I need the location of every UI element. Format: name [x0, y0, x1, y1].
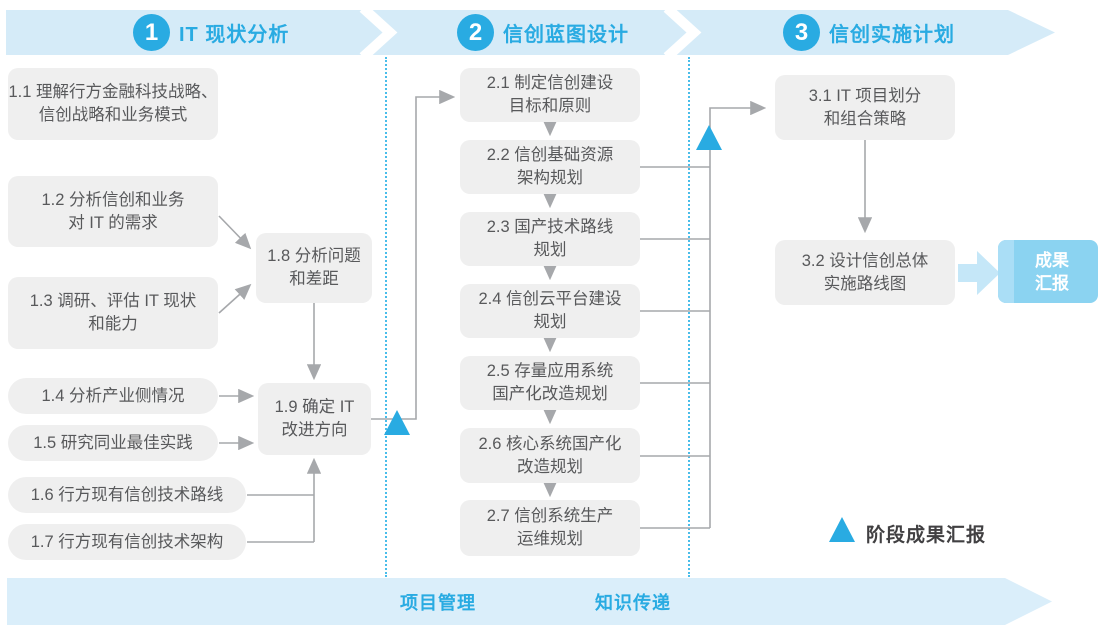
step-box-2-5: 2.5 存量应用系统 国产化改造规划 [460, 356, 640, 410]
top-phase-ribbon: 1 IT 现状分析 2 信创蓝图设计 3 信创实施计划 [6, 10, 1055, 55]
step-box-1-1: 1.1 理解行方金融科技战略、 信创战略和业务模式 [8, 68, 218, 140]
milestone-triangle-phase1-icon [384, 410, 410, 435]
step-box-2-3: 2.3 国产技术路线 规划 [460, 212, 640, 266]
phase-3-title: 信创实施计划 [829, 24, 955, 46]
step-box-2-1: 2.1 制定信创建设 目标和原则 [460, 68, 640, 122]
legend-triangle-icon [829, 517, 855, 542]
step-box-3-1: 3.1 IT 项目划分 和组合策略 [775, 75, 955, 140]
result-box-highlight-strip [998, 240, 1014, 303]
phase-1-number-badge: 1 [133, 14, 170, 51]
phase-1-title: IT 现状分析 [179, 24, 290, 46]
step-box-1-2: 1.2 分析信创和业务 对 IT 的需求 [8, 176, 218, 247]
step-box-2-7: 2.7 信创系统生产 运维规划 [460, 500, 640, 556]
milestone-triangle-phase2-icon [696, 125, 722, 150]
step-box-3-2: 3.2 设计信创总体 实施路线图 [775, 240, 955, 305]
phase-1-header: 1 IT 现状分析 [133, 14, 289, 51]
step-box-2-4: 2.4 信创云平台建设 规划 [460, 284, 640, 338]
phase-2-title: 信创蓝图设计 [503, 24, 629, 46]
step-box-1-4: 1.4 分析产业侧情况 [8, 378, 218, 414]
phase-3-number-badge: 3 [783, 14, 820, 51]
chevron-separator-icon [356, 10, 398, 55]
bottom-support-ribbon: 项目管理 知识传递 [7, 578, 1052, 625]
step-box-2-6: 2.6 核心系统国产化 改造规划 [460, 428, 640, 483]
step-box-1-8: 1.8 分析问题 和差距 [256, 233, 372, 303]
bottom-label-project-management: 项目管理 [400, 593, 476, 613]
step-box-1-3: 1.3 调研、评估 IT 现状 和能力 [8, 277, 218, 349]
step-box-1-6: 1.6 行方现有信创技术路线 [8, 477, 246, 513]
result-report-box: 成果 汇报 [998, 240, 1098, 303]
step-box-1-7: 1.7 行方现有信创技术架构 [8, 524, 246, 560]
step-box-1-9: 1.9 确定 IT 改进方向 [258, 383, 371, 455]
step-box-2-2: 2.2 信创基础资源 架构规划 [460, 140, 640, 194]
legend-label: 阶段成果汇报 [866, 525, 987, 546]
phase-divider-dotted-line [385, 57, 387, 577]
phase-2-header: 2 信创蓝图设计 [457, 14, 629, 51]
result-block-arrow-icon [958, 251, 1000, 295]
phase-divider-dotted-line [688, 57, 690, 577]
bottom-label-knowledge-transfer: 知识传递 [595, 593, 671, 613]
phase-3-header: 3 信创实施计划 [783, 14, 955, 51]
result-report-label: 成果 汇报 [1035, 250, 1069, 293]
chevron-separator-icon [660, 10, 702, 55]
phase-2-number-badge: 2 [457, 14, 494, 51]
step-box-1-5: 1.5 研究同业最佳实践 [8, 425, 218, 461]
